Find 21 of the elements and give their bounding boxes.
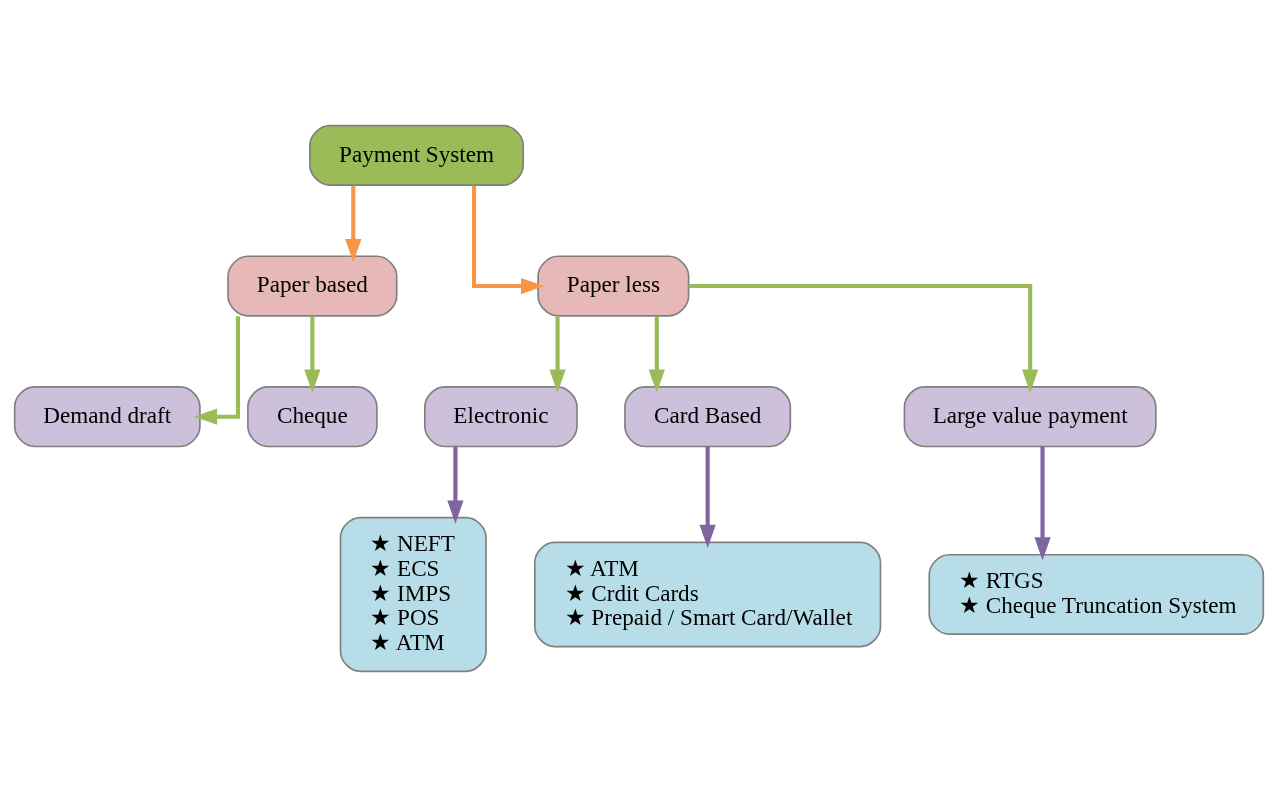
arrow bbox=[471, 185, 545, 294]
node-box: ★ RTGS ★ Cheque Truncation System bbox=[928, 553, 1265, 635]
node-box: Large value payment bbox=[903, 385, 1157, 447]
node-box: Electronic bbox=[424, 385, 578, 447]
arrow bbox=[688, 283, 1039, 393]
arrow bbox=[1034, 446, 1051, 560]
arrow bbox=[304, 315, 321, 393]
node-box: Payment System bbox=[309, 124, 525, 186]
arrow bbox=[193, 315, 240, 425]
arrow bbox=[447, 446, 464, 524]
node-box: Paper less bbox=[537, 254, 690, 317]
node-box: Card Based bbox=[624, 385, 792, 447]
node-box: Paper based bbox=[227, 254, 398, 317]
arrow bbox=[549, 315, 566, 393]
arrow bbox=[345, 185, 362, 262]
arrow bbox=[648, 315, 665, 393]
node-box: ★ ATM ★ Crdit Cards ★ Prepaid / Smart Card/Wallet bbox=[534, 541, 882, 647]
arrow bbox=[699, 446, 716, 548]
node-box: Cheque bbox=[247, 385, 378, 447]
node-box: Demand draft bbox=[13, 385, 201, 447]
node-box: ★ NEFT ★ ECS ★ IMPS ★ POS ★ ATM bbox=[339, 516, 487, 672]
